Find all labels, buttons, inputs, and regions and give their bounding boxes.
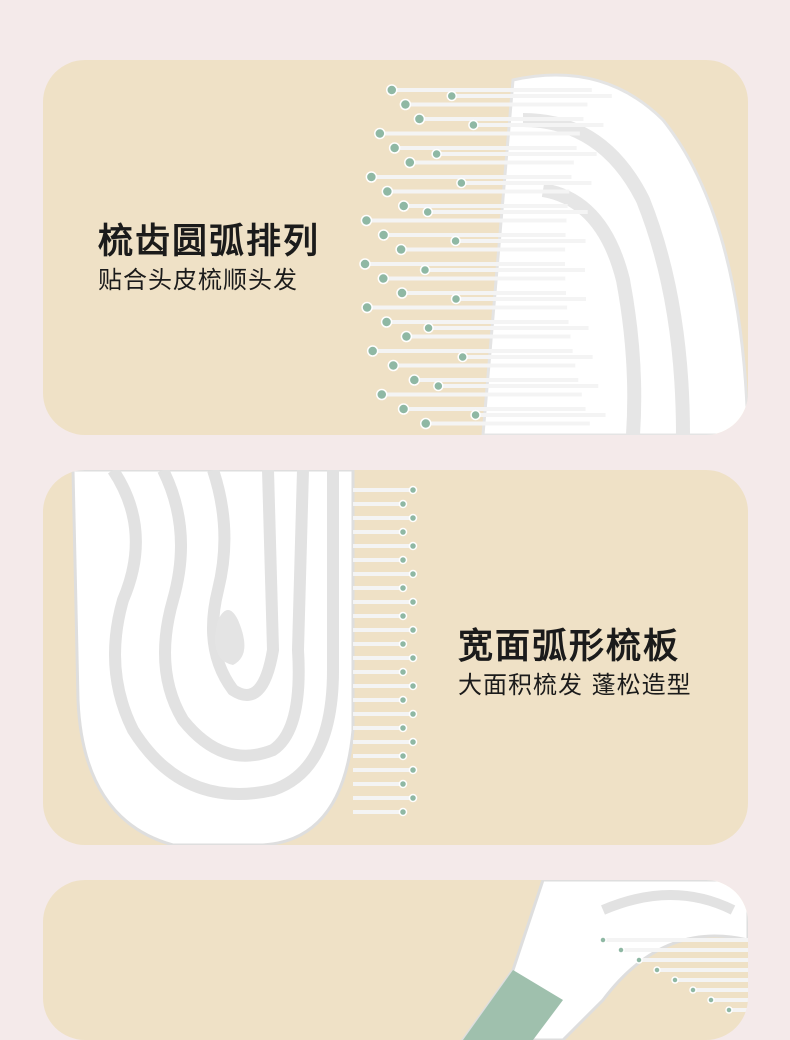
- pin-tip: [397, 200, 410, 212]
- pin-tip: [388, 142, 401, 154]
- pin-tip: [419, 264, 431, 276]
- pin-tip: [396, 287, 408, 299]
- pin-tip: [386, 84, 398, 96]
- pin-tip: [433, 380, 444, 392]
- pin-tip: [380, 316, 393, 328]
- pin-tip: [398, 555, 408, 565]
- pin-tip: [599, 936, 607, 944]
- pin-tip: [423, 322, 434, 334]
- pin-tip: [398, 583, 408, 593]
- pin-tip: [398, 499, 408, 509]
- pin-tip: [395, 243, 407, 256]
- pin-tip: [398, 779, 408, 789]
- pin-tip: [689, 986, 697, 994]
- pin-tip: [361, 301, 373, 314]
- pin-tip: [457, 351, 468, 363]
- pin-tip: [381, 185, 394, 198]
- pin-tip: [397, 403, 410, 415]
- pin-tip: [653, 966, 661, 974]
- pin-tip: [360, 214, 373, 227]
- pin-tip: [725, 1006, 733, 1014]
- pin-tip: [400, 330, 413, 343]
- pin-tip: [408, 374, 421, 386]
- brush-pins-image: [359, 73, 748, 435]
- pin-tip: [399, 98, 412, 111]
- pin-tip: [376, 388, 388, 401]
- section-title: 宽面弧形梳板: [458, 627, 681, 667]
- pin-tip: [398, 723, 408, 733]
- pin-tip: [446, 90, 458, 102]
- pin-tip: [398, 751, 408, 761]
- pin-tip: [398, 695, 408, 705]
- pin-tip: [398, 611, 408, 621]
- pin-tip: [408, 737, 418, 747]
- pin-tip: [707, 996, 715, 1004]
- section-title: 梳齿圆弧排列: [98, 222, 321, 262]
- pin-tip: [450, 235, 461, 247]
- pin-tip: [408, 569, 418, 579]
- pin-tip: [398, 667, 408, 677]
- pin-tip: [398, 807, 408, 817]
- section-subtitle: 贴合头皮梳顺头发: [98, 266, 298, 294]
- pin-tip: [408, 681, 418, 691]
- pin-tip: [408, 541, 418, 551]
- pin-tip: [398, 639, 408, 649]
- pin-tip: [404, 156, 416, 169]
- pin-tip: [408, 597, 418, 607]
- pin-tip: [377, 272, 390, 285]
- pin-tip: [366, 345, 379, 357]
- section-subtitle: 大面积梳发 蓬松造型: [458, 671, 692, 699]
- pin-tip: [408, 793, 418, 803]
- pin-tip: [408, 485, 418, 495]
- pin-tip: [420, 417, 432, 430]
- pin-tip: [671, 976, 679, 984]
- pin-tip: [387, 359, 400, 372]
- pin-tip: [450, 293, 462, 305]
- brush-board-image: [71, 470, 418, 845]
- pin-tip: [456, 177, 467, 189]
- pin-tip: [470, 409, 481, 421]
- feature-card-wide-board: 宽面弧形梳板 大面积梳发 蓬松造型: [43, 470, 748, 845]
- pin-tip: [377, 229, 390, 241]
- feature-card-handle: [43, 880, 748, 1040]
- feature-card-tooth-arc: 梳齿圆弧排列 贴合头皮梳顺头发: [43, 60, 748, 435]
- pin-tip: [408, 653, 418, 663]
- pin-tip: [408, 765, 418, 775]
- pin-tip: [413, 113, 426, 125]
- pin-tip: [468, 119, 479, 131]
- pin-tip: [398, 527, 408, 537]
- pin-tip: [365, 171, 378, 183]
- pin-tip: [359, 258, 371, 270]
- pin-tip: [422, 206, 433, 218]
- pin-tip: [635, 956, 643, 964]
- pin-tip: [408, 625, 418, 635]
- pin-tip: [374, 127, 386, 140]
- pin-tip: [431, 148, 442, 160]
- pin-tip: [617, 946, 625, 954]
- pin-tip: [408, 709, 418, 719]
- brush-handle-image: [461, 880, 748, 1040]
- pin-tip: [408, 513, 418, 523]
